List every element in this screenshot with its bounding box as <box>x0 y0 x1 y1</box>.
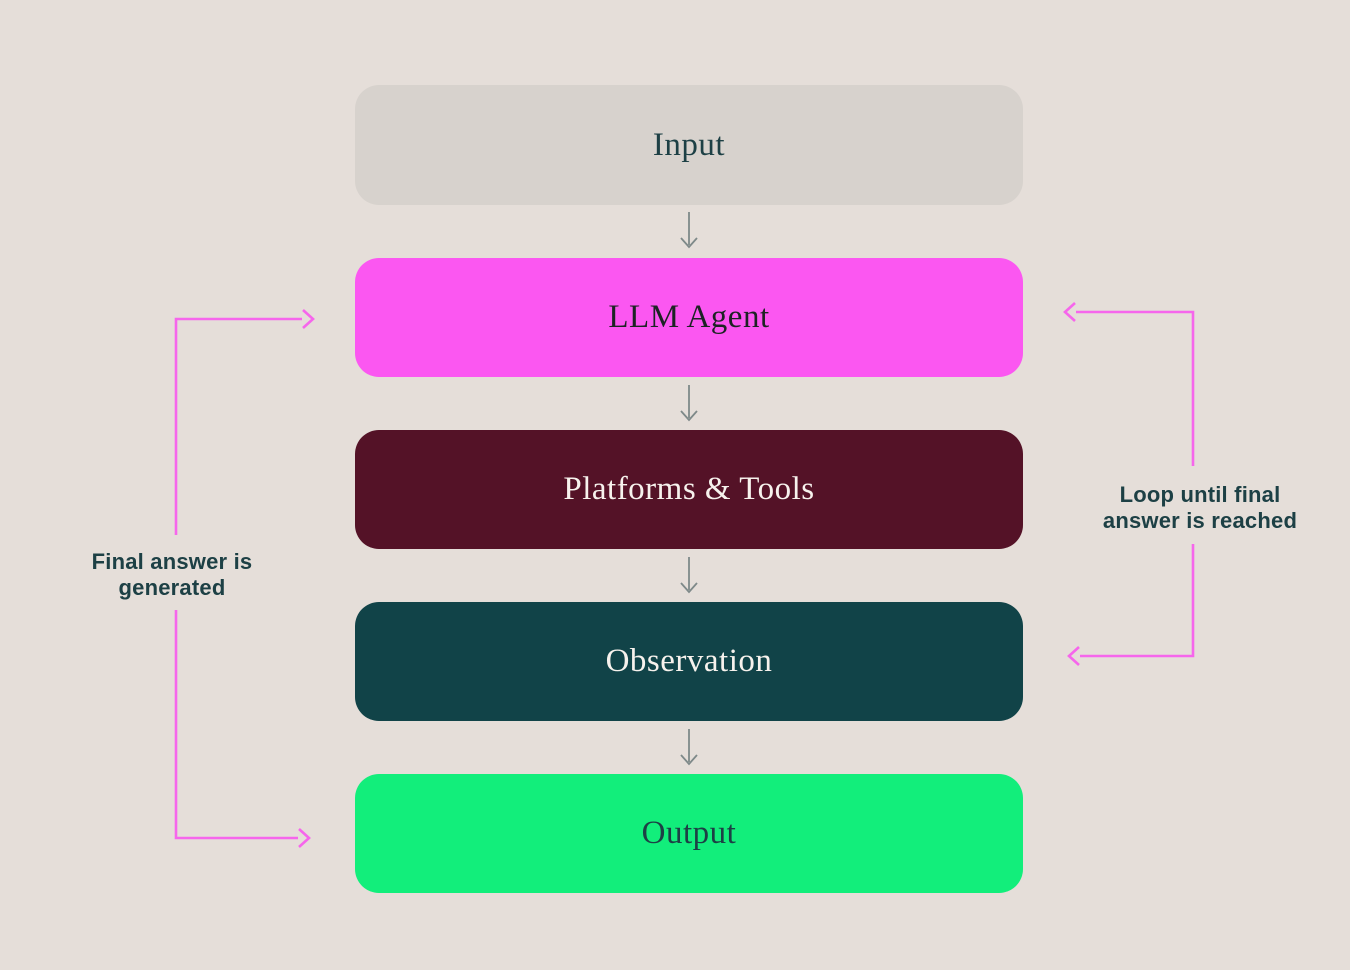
flow-arrow-llm-agent-to-platforms-tools <box>680 385 698 422</box>
annotation-loop-until-final: Loop until final answer is reached <box>1080 482 1320 534</box>
annotation-final-answer-line2: generated <box>118 575 226 600</box>
annotation-final-answer-line1: Final answer is <box>91 549 253 574</box>
annotation-loop-until-final-line1: Loop until final <box>1119 482 1281 507</box>
node-llm-agent: LLM Agent <box>355 258 1023 377</box>
node-observation-label: Observation <box>605 643 773 679</box>
node-output: Output <box>355 774 1023 893</box>
node-input: Input <box>355 85 1023 205</box>
flow-arrow-observation-to-output <box>680 729 698 766</box>
node-output-label: Output <box>641 815 737 851</box>
annotation-final-answer: Final answer is generated <box>52 549 292 601</box>
node-llm-agent-label: LLM Agent <box>608 299 770 335</box>
node-input-label: Input <box>652 126 726 163</box>
node-observation: Observation <box>355 602 1023 721</box>
flow-arrow-platforms-tools-to-observation <box>680 557 698 594</box>
node-platforms-tools-label: Platforms & Tools <box>563 471 815 507</box>
flow-arrow-input-to-llm-agent <box>680 212 698 249</box>
node-platforms-tools: Platforms & Tools <box>355 430 1023 549</box>
annotation-loop-until-final-line2: answer is reached <box>1102 508 1298 533</box>
